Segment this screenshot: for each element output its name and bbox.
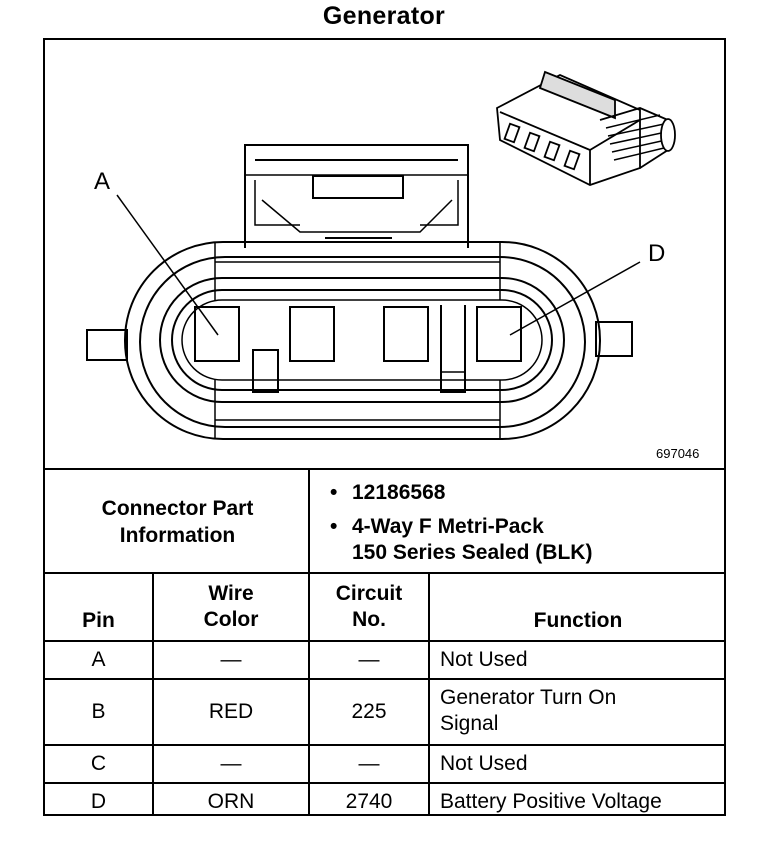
part-number: 12186568: [330, 480, 592, 506]
connector-type: 4-Way F Metri-Pack 150 Series Sealed (BL…: [330, 514, 592, 566]
diagram-title: Generator: [322, 2, 446, 30]
header-circuit-line2: No.: [352, 608, 386, 631]
connector-3d-thumbnail: [496, 70, 676, 186]
row-c-pin: C: [90, 752, 107, 775]
figure-number: 697046: [656, 446, 700, 461]
pin-cavity-d: [476, 306, 522, 362]
left-mount-tab: [86, 329, 128, 361]
header-pin: Pin: [82, 609, 115, 632]
key-left: [252, 349, 279, 393]
row-a-pin: A: [91, 648, 106, 671]
connector-frame: [43, 38, 726, 816]
header-circuit: Circuit No.: [310, 581, 428, 633]
header-function: Function: [533, 609, 623, 632]
row-a-wire: —: [220, 648, 242, 671]
row-c-wire: —: [220, 752, 242, 775]
row-d-function: Battery Positive Voltage: [440, 790, 662, 813]
row-b-wire: RED: [208, 700, 254, 723]
latch-window: [312, 175, 404, 199]
table-rule: [43, 744, 726, 746]
row-a-circuit: —: [358, 648, 380, 671]
row-c-function: Not Used: [440, 752, 528, 775]
header-wire-color: Wire Color: [154, 581, 308, 633]
pin-cavity-a: [194, 306, 240, 362]
connector-info-label: Connector Part Information: [46, 472, 309, 572]
row-d-wire: ORN: [207, 790, 255, 813]
table-rule: [152, 572, 154, 816]
table-rule: [43, 640, 726, 642]
table-rule: [43, 678, 726, 680]
leader-line-a: [116, 194, 219, 336]
connector-body-outer: [124, 241, 601, 440]
table-rule: [308, 468, 310, 816]
right-mount-tab: [595, 321, 633, 357]
pin-label-a: A: [94, 168, 111, 195]
header-wire-color-line2: Color: [203, 608, 259, 631]
pin-cavity-b: [289, 306, 335, 362]
row-a-function: Not Used: [440, 648, 528, 671]
table-rule: [428, 572, 430, 816]
row-d-circuit: 2740: [345, 790, 393, 813]
table-rule: [43, 468, 726, 470]
row-c-circuit: —: [358, 752, 380, 775]
row-d-pin: D: [90, 790, 107, 813]
header-circuit-line1: Circuit: [335, 582, 403, 605]
leader-line-d: [509, 261, 641, 336]
pin-label-d: D: [648, 240, 666, 267]
table-rule: [43, 572, 726, 574]
connector-info-label-line2: Information: [119, 524, 236, 547]
table-rule: [43, 782, 726, 784]
row-b-pin: B: [91, 700, 106, 723]
row-b-circuit: 225: [351, 700, 387, 723]
connector-info-list: 12186568 4-Way F Metri-Pack 150 Series S…: [330, 480, 592, 566]
latch-housing: [244, 144, 469, 248]
row-b-function: Generator Turn On Signal: [440, 686, 617, 735]
header-wire-color-line1: Wire: [208, 582, 254, 605]
pin-cavity-c: [383, 306, 429, 362]
connector-info-label-line1: Connector Part: [101, 497, 254, 520]
